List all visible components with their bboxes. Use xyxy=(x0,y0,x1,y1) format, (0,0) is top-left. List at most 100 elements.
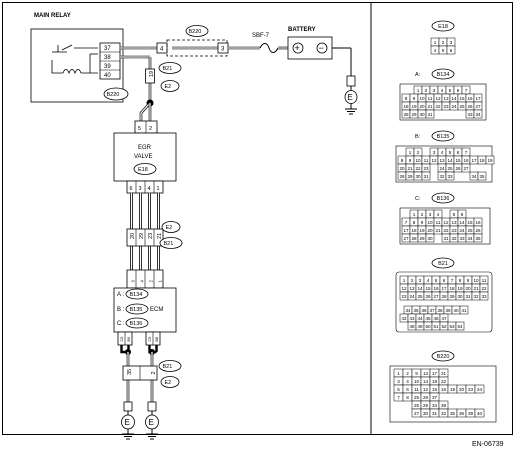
egr-title-1: EGR xyxy=(138,145,152,151)
b21-grid-bottom-pin: 34 xyxy=(405,308,411,313)
b134-grid-pin: 31 xyxy=(427,112,433,117)
ecm-row-c-label: C : xyxy=(117,321,125,327)
b134-grid-pin: 3 xyxy=(433,88,436,93)
b135-grid-pin: 34 xyxy=(471,174,477,179)
egr-valve: 5 2 EGR VALVE E18 6 3 4 1 xyxy=(113,120,177,194)
b135-grid-pin: 9 xyxy=(409,158,412,163)
e18-grid-pin: 3 xyxy=(450,40,453,45)
b134-grid-pin: 11 xyxy=(428,96,433,101)
b136-grid-pin: 2 xyxy=(421,212,424,217)
b21-grid-top-pin: 16 xyxy=(433,286,439,291)
ground-right-e: E xyxy=(149,418,154,427)
egr-top-pin-2: 2 xyxy=(149,126,152,132)
b134-grid-pin: 33 xyxy=(467,112,473,117)
b136-grid-pin: 22 xyxy=(443,228,449,233)
b21-label: B21 xyxy=(431,257,455,269)
b134-grid-pin: 9 xyxy=(413,96,416,101)
ecm-row-b-label: B : xyxy=(117,307,125,313)
mid-e2-label: E2 xyxy=(166,225,173,231)
b220-grid-pin: 6 xyxy=(406,387,409,392)
b220-grid-pin: 37 xyxy=(432,395,438,400)
b220-grid-pin: 34 xyxy=(432,403,438,408)
b136-grid-pin: 31 xyxy=(443,236,449,241)
b134-grid-pin: 12 xyxy=(435,96,441,101)
b135-grid-pin: 19 xyxy=(487,158,493,163)
b136-grid-pin: 4 xyxy=(437,212,440,217)
b136-grid-pin: 10 xyxy=(427,220,433,225)
main-relay: MAIN RELAY 37 38 39 40 B220 xyxy=(30,13,129,103)
b136-grid-pin: 25 xyxy=(467,228,473,233)
b220-grid-pin: 29 xyxy=(423,403,429,408)
egr-bottom-pin-3: 3 xyxy=(139,186,142,192)
e18-label-text: E18 xyxy=(438,24,448,30)
upper-b21-label: B21 xyxy=(163,66,173,72)
b135-grid-pin: 30 xyxy=(415,174,421,179)
b136-grid-pin: 18 xyxy=(411,228,417,233)
b136-grid-pin: 17 xyxy=(403,228,409,233)
b220-grid-pin: 35 xyxy=(450,411,456,416)
b21-grid-top-pin: 18 xyxy=(449,286,455,291)
b220-grid-pin: 7 xyxy=(397,395,400,400)
low-b21-label: B21 xyxy=(163,364,173,370)
b220-grid-pin: 18 xyxy=(432,379,438,384)
b135-grid-pin: 25 xyxy=(447,166,453,171)
b134-grid-pin: 23 xyxy=(443,104,449,109)
b134-grid-pin: 6 xyxy=(457,88,460,93)
b136-grid-pin: 9 xyxy=(421,220,424,225)
b134-grid-pin: 27 xyxy=(475,104,481,109)
b134-grid-pin: 4 xyxy=(441,88,444,93)
b136-grid-pin: 11 xyxy=(436,220,441,225)
b135-grid-pin: 33 xyxy=(447,174,453,179)
b136-grid-pin: 26 xyxy=(475,228,481,233)
b220-grid-pin: 22 xyxy=(441,379,447,384)
b134-grid-pin: 17 xyxy=(475,96,481,101)
relay-pin-40: 40 xyxy=(104,73,111,79)
b134-grid-pin: 21 xyxy=(427,104,433,109)
b134-grid-pin: 22 xyxy=(435,104,441,109)
b134-grid-pin: 28 xyxy=(403,112,409,117)
b135-grid-pin: 13 xyxy=(439,158,445,163)
b220-grid-pin: 39 xyxy=(468,411,474,416)
b134-grid-pin: 26 xyxy=(467,104,473,109)
b21-grid-top-pin: 26 xyxy=(425,294,431,299)
b21-grid-top-pin: 20 xyxy=(465,286,471,291)
b21-grid-top-pin: 10 xyxy=(473,278,479,283)
b21-grid-bottom-pin: 45 xyxy=(425,316,431,321)
b136-grid-pin: 30 xyxy=(427,236,433,241)
b134-grid-pin: 1 xyxy=(417,88,420,93)
b134-grid-pin: 8 xyxy=(405,96,408,101)
b134-grid-pin: 25 xyxy=(459,104,465,109)
b21-grid-bottom-pin: 40 xyxy=(453,308,459,313)
ground-left-e: E xyxy=(125,418,130,427)
b21-grid-top-pin: 9 xyxy=(467,278,470,283)
b220-grid-pin: 31 xyxy=(432,411,438,416)
b220-grid-pin: 24 xyxy=(477,387,483,392)
b135-grid-pin: 29 xyxy=(407,174,413,179)
b220-grid-pin: 9 xyxy=(415,371,418,376)
egr-bottom-pin-4: 4 xyxy=(148,186,151,192)
b135-grid-pin: 14 xyxy=(447,158,453,163)
b220-grid-pin: 14 xyxy=(423,379,429,384)
b21-grid-bottom-pin: 49 xyxy=(417,324,423,329)
ecm-row-b-conn: B135 xyxy=(130,307,143,313)
ecm: 3 4 2 1 A : B134 B : B135 ECM C : B136 C… xyxy=(113,269,177,346)
b134-grid-pin: 14 xyxy=(451,96,457,101)
b135-grid-pin: 3 xyxy=(433,150,436,155)
b134-grid-pin: 18 xyxy=(403,104,409,109)
b21-grid-bottom-pin: 54 xyxy=(457,324,463,329)
b134-grid-pin: 16 xyxy=(467,96,473,101)
b21-grid-top-pin: 17 xyxy=(441,286,447,291)
b220-grid-pin: 16 xyxy=(441,387,447,392)
b136-grid-pin: 19 xyxy=(419,228,425,233)
b136-grid-pin: 21 xyxy=(435,228,441,233)
ecm-top-pin-1: 3 xyxy=(131,280,136,283)
b220-grid-pin: 38 xyxy=(441,403,447,408)
b21-grid-bottom-pin: 37 xyxy=(429,308,435,313)
b134-grid-pin: 5 xyxy=(449,88,452,93)
ecm-row-a-label: A : xyxy=(117,292,124,298)
